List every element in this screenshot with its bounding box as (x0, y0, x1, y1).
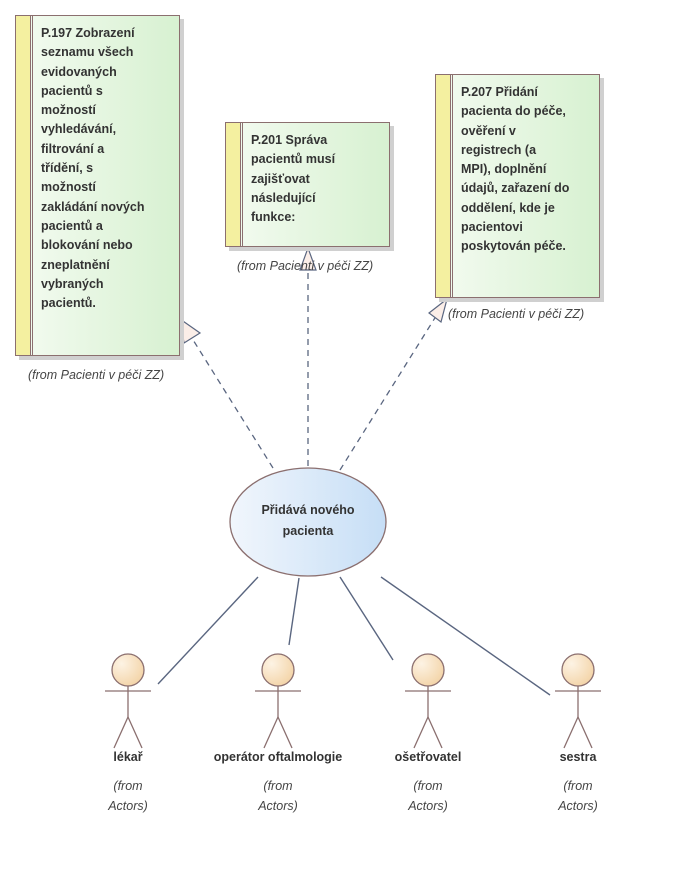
association-osetrovatel[interactable] (339, 576, 394, 661)
requirement-origin-p207: (from Pacienti v péči ZZ) (448, 307, 585, 321)
actor-lekar[interactable] (105, 653, 151, 749)
requirement-stripe (436, 75, 451, 297)
actor-origin-sestra: (from Actors) (558, 779, 598, 813)
arrowhead-201 (299, 246, 317, 271)
requirement-p201[interactable]: P.201 Správa pacientů musí zajišťovat ná… (225, 122, 390, 247)
actor-leg-right (577, 716, 593, 749)
actor-name-operator: operátor oftalmologie (213, 750, 343, 764)
requirement-divider (452, 75, 453, 297)
actor-origin-osetrovatel: (from Actors) (408, 779, 448, 813)
requirement-text: P.207 Přidání pacienta do péče, ověření … (461, 85, 570, 254)
requirement-p197[interactable]: P.197 Zobrazení seznamu všech evidovanýc… (15, 15, 180, 356)
realization-line-197[interactable] (189, 334, 274, 469)
association-lekar[interactable] (157, 576, 259, 685)
requirement-text: P.201 Správa pacientů musí zajišťovat ná… (251, 133, 336, 225)
actor-name-osetrovatel: ošetřovatel (394, 750, 462, 764)
arrowhead-207 (428, 297, 449, 324)
actor-head-icon (111, 653, 145, 687)
use-case-label: Přidává nového pacienta (261, 503, 355, 538)
actor-sestra[interactable] (555, 653, 601, 749)
requirement-origin-p201: (from Pacienti v péči ZZ) (237, 259, 374, 273)
actor-name-sestra: sestra (559, 750, 597, 764)
requirement-p207[interactable]: P.207 Přidání pacienta do péče, ověření … (435, 74, 600, 298)
actor-name-lekar: lékař (113, 750, 143, 764)
requirement-stripe (16, 16, 31, 355)
actor-leg-right (277, 716, 293, 749)
association-sestra[interactable] (380, 576, 551, 696)
actor-leg-right (127, 716, 143, 749)
requirement-origin-p197: (from Pacienti v péči ZZ) (28, 368, 165, 382)
actor-head-icon (261, 653, 295, 687)
actor-operator[interactable] (255, 653, 301, 749)
actor-origin-lekar: (from Actors) (108, 779, 148, 813)
requirement-divider (32, 16, 33, 355)
actor-head-icon (411, 653, 445, 687)
actor-leg-left (263, 716, 279, 749)
actor-origin-operator: (from Actors) (258, 779, 298, 813)
actor-leg-right (427, 716, 443, 749)
arrowhead-197 (179, 317, 202, 344)
actor-head-icon (561, 653, 595, 687)
actor-leg-left (113, 716, 129, 749)
actor-leg-left (563, 716, 579, 749)
requirement-text: P.197 Zobrazení seznamu všech evidovanýc… (41, 26, 145, 311)
realization-line-207[interactable] (339, 312, 439, 471)
actor-leg-left (413, 716, 429, 749)
association-operator[interactable] (288, 577, 300, 646)
actor-osetrovatel[interactable] (405, 653, 451, 749)
requirement-stripe (226, 123, 241, 246)
requirement-divider (242, 123, 243, 246)
use-case-ellipse[interactable] (229, 467, 387, 577)
